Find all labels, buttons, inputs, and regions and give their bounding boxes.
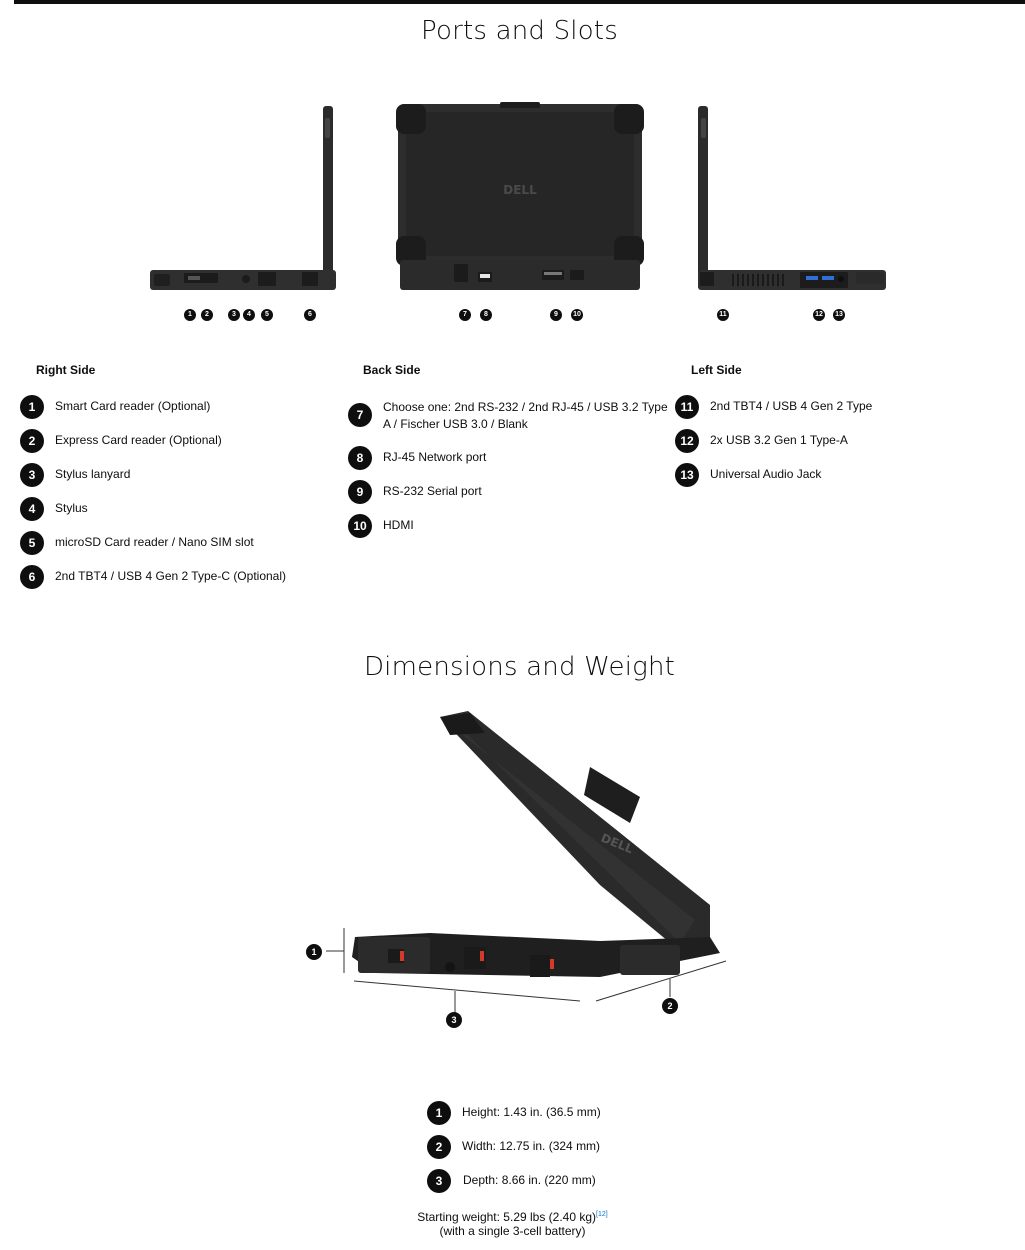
legend-label: 2nd TBT4 / USB 4 Gen 2 Type-C (Optional) — [55, 569, 286, 583]
svg-text:DELL: DELL — [503, 183, 537, 197]
legend-item: 8 RJ-45 Network port — [348, 446, 486, 470]
callout-7: 7 — [459, 309, 471, 321]
number-badge: 12 — [675, 429, 699, 453]
callout-12: 12 — [813, 309, 825, 321]
legend-item: 12 2x USB 3.2 Gen 1 Type-A — [675, 429, 848, 453]
number-badge: 10 — [348, 514, 372, 538]
legend-label: Depth: 8.66 in. (220 mm) — [463, 1173, 596, 1187]
legend-item: 9 RS-232 Serial port — [348, 480, 482, 504]
legend-item: 10 HDMI — [348, 514, 414, 538]
weight-text: Starting weight: 5.29 lbs (2.40 kg) — [417, 1210, 597, 1224]
legend-item: 4 Stylus — [20, 497, 88, 521]
dimensions-laptop-image: DELL — [300, 705, 740, 1035]
legend-label: HDMI — [383, 518, 414, 532]
legend-item: 1 Height: 1.43 in. (36.5 mm) — [427, 1101, 601, 1125]
footnote-link[interactable]: [12] — [596, 1211, 608, 1218]
back-side-laptop-image: DELL — [394, 102, 646, 296]
number-badge: 2 — [427, 1135, 451, 1159]
dims-callout-1: 1 — [306, 944, 322, 960]
number-badge: 1 — [427, 1101, 451, 1125]
number-badge: 4 — [20, 497, 44, 521]
legend-item: 1 Smart Card reader (Optional) — [20, 395, 210, 419]
number-badge: 8 — [348, 446, 372, 470]
top-border-bar — [14, 0, 1025, 4]
weight-note: (with a single 3-cell battery) — [439, 1224, 586, 1238]
number-badge: 13 — [675, 463, 699, 487]
dims-callout-3: 3 — [446, 1012, 462, 1028]
number-badge: 6 — [20, 565, 44, 589]
legend-item: 6 2nd TBT4 / USB 4 Gen 2 Type-C (Optiona… — [20, 565, 286, 589]
legend-item: 2 Express Card reader (Optional) — [20, 429, 222, 453]
legend-item: 13 Universal Audio Jack — [675, 463, 821, 487]
legend-item: 11 2nd TBT4 / USB 4 Gen 2 Type — [675, 395, 872, 419]
callout-1: 1 — [184, 309, 196, 321]
starting-weight: Starting weight: 5.29 lbs (2.40 kg)[12] — [0, 1206, 1025, 1226]
callout-3: 3 — [228, 309, 240, 321]
callout-8: 8 — [480, 309, 492, 321]
number-badge: 1 — [20, 395, 44, 419]
callout-10: 10 — [571, 309, 583, 321]
legend-label: RS-232 Serial port — [383, 484, 482, 498]
number-badge: 5 — [20, 531, 44, 555]
number-badge: 3 — [20, 463, 44, 487]
callout-13: 13 — [833, 309, 845, 321]
number-badge: 11 — [675, 395, 699, 419]
ports-section-title: Ports and Slots — [421, 16, 618, 46]
dims-callout-2: 2 — [662, 998, 678, 1014]
legend-label: Universal Audio Jack — [710, 467, 822, 481]
legend-label: Stylus lanyard — [55, 467, 131, 481]
legend-item: 5 microSD Card reader / Nano SIM slot — [20, 531, 254, 555]
callout-6: 6 — [304, 309, 316, 321]
callout-5: 5 — [261, 309, 273, 321]
right-side-heading: Right Side — [36, 363, 96, 377]
left-side-heading: Left Side — [691, 363, 742, 377]
legend-label: microSD Card reader / Nano SIM slot — [55, 535, 254, 549]
back-side-heading: Back Side — [363, 363, 421, 377]
number-badge: 3 — [427, 1169, 451, 1193]
legend-item: 3 Stylus lanyard — [20, 463, 130, 487]
callout-9: 9 — [550, 309, 562, 321]
legend-label: Choose one: 2nd RS-232 / 2nd RJ-45 / USB… — [383, 400, 668, 431]
callout-2: 2 — [201, 309, 213, 321]
dimensions-section-title: Dimensions and Weight — [363, 652, 676, 682]
legend-label: Smart Card reader (Optional) — [55, 399, 211, 413]
callout-4: 4 — [243, 309, 255, 321]
legend-label: Width: 12.75 in. (324 mm) — [462, 1139, 601, 1153]
legend-label: Stylus — [55, 501, 88, 515]
legend-label: 2nd TBT4 / USB 4 Gen 2 Type — [710, 399, 873, 413]
number-badge: 2 — [20, 429, 44, 453]
number-badge: 9 — [348, 480, 372, 504]
legend-label: Height: 1.43 in. (36.5 mm) — [462, 1105, 601, 1119]
legend-label: Express Card reader (Optional) — [55, 433, 222, 447]
legend-label: RJ-45 Network port — [383, 450, 487, 464]
right-side-laptop-image — [148, 104, 338, 294]
legend-item: 2 Width: 12.75 in. (324 mm) — [427, 1135, 600, 1159]
dell-logo: DELL — [503, 183, 537, 197]
legend-label: 2x USB 3.2 Gen 1 Type-A — [710, 433, 848, 447]
callout-11: 11 — [717, 309, 729, 321]
left-side-laptop-image — [696, 104, 888, 294]
number-badge: 7 — [348, 403, 372, 427]
legend-item: 3 Depth: 8.66 in. (220 mm) — [427, 1169, 596, 1193]
legend-item: 7 Choose one: 2nd RS-232 / 2nd RJ-45 / U… — [348, 400, 668, 433]
